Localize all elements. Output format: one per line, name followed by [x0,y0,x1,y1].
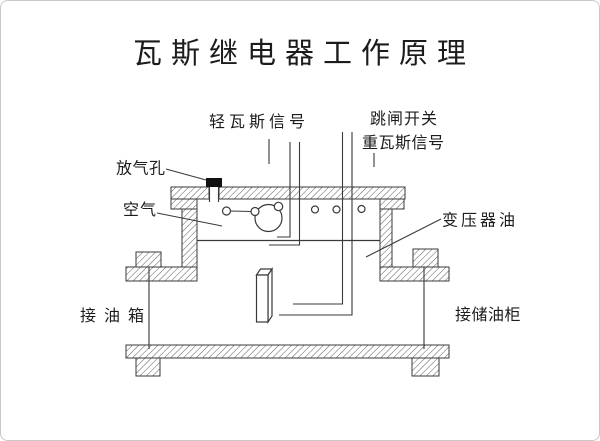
heavy-gas-signal-label: 重瓦斯信号 [362,134,445,152]
float-ball [254,203,283,233]
left-flange-bolt-head [135,251,162,268]
transformer-oil-label: 变压器油 [442,212,518,230]
vent-plug-cap [206,178,222,187]
hole-3 [357,204,366,214]
heavy-gas-pipe-inner [293,132,344,305]
right-flange-bolt-head [412,248,439,268]
vent-hole-leader [165,168,207,181]
vent-hole-label: 放气孔 [116,160,166,178]
relay-left-wall [170,198,198,268]
contact-pivot-middle [250,206,260,217]
left-wall-top [170,198,198,210]
trip-switch-label: 跳闸开关 [370,110,438,128]
hole-2 [332,205,341,214]
cover-plate-right [218,186,406,200]
vent-plug [206,178,222,202]
to-oil-conservator-label: 接储油柜 [455,306,521,324]
left-wall [181,208,198,268]
light-gas-signal-label: 轻瓦斯信号 [209,113,309,131]
relay-cover-plate [170,186,406,200]
left-flange-bar [125,266,198,282]
light-gas-signal-pipe [269,142,301,246]
contact-pivot-left [221,206,232,216]
air-leader [156,212,223,227]
relay-right-wall [379,198,405,268]
light-gas-pipe-outer [269,142,301,246]
right-wall-top [379,198,405,210]
bottom-wall-bar [125,344,450,359]
hole-1 [310,205,320,214]
float-hinge [273,201,284,212]
baffle-front-face [255,274,269,323]
right-wall [379,208,393,268]
left-flange [125,251,198,282]
right-flange-bar [379,266,450,282]
heavy-gas-signal-pipe [279,132,353,316]
bottom-left-bolt-block [135,357,161,377]
baffle-side-face [267,267,273,324]
transformer-oil-leader [365,218,442,258]
bottom-pipe-wall [125,344,450,377]
right-flange [379,248,450,282]
bottom-right-bolt-block [411,357,440,377]
cover-plate-left [170,186,210,200]
lever-arm [228,210,253,213]
air-label: 空气 [123,201,157,219]
baffle-plate [255,267,274,324]
equalizing-holes [310,204,366,214]
light-gas-pipe-inner [277,142,291,238]
page-title: 瓦斯继电器工作原理 [133,37,475,70]
float-assembly [221,201,284,233]
to-oil-tank-label: 接油箱 [80,307,152,325]
heavy-gas-pipe-outer [279,132,353,316]
